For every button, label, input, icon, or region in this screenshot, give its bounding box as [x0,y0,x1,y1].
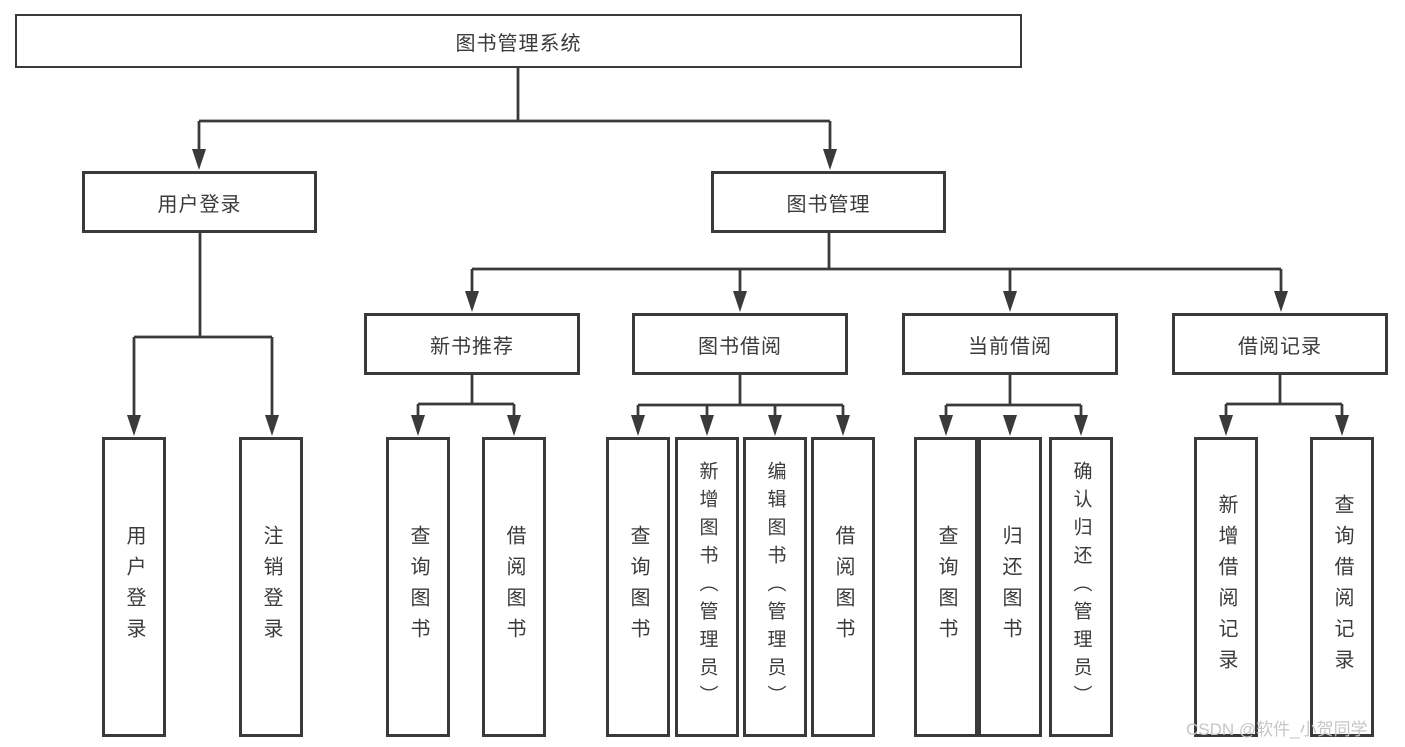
leaf-add-books-admin: 新增图书（管理员） [675,437,739,737]
leaf-label: 确认归还（管理员） [1070,461,1092,713]
arrow-down-icon [631,415,645,436]
leaf-query-books: 查询图书 [386,437,450,737]
leaf-query-books: 查询图书 [914,437,978,737]
node-book-management: 图书管理 [711,171,946,233]
leaf-label: 编辑图书（管理员） [764,461,786,713]
arrow-down-icon [507,415,521,436]
leaf-label: 归还图书 [999,525,1021,649]
arrow-down-icon [768,415,782,436]
node-library-management-system: 图书管理系统 [15,14,1022,68]
node-book-borrowing: 图书借阅 [632,313,848,375]
leaf-edit-books-admin: 编辑图书（管理员） [743,437,807,737]
arrow-down-icon [733,291,747,312]
leaf-borrow-books: 借阅图书 [482,437,546,737]
leaf-add-borrow-record: 新增借阅记录 [1194,437,1258,737]
arrow-down-icon [1074,415,1088,436]
arrow-down-icon [700,415,714,436]
node-label: 当前借阅 [968,335,1052,358]
arrow-down-icon [836,415,850,436]
leaf-user-login: 用户登录 [102,437,166,737]
leaf-label: 查询借阅记录 [1331,494,1353,680]
arrow-down-icon [465,291,479,312]
arrow-down-icon [1003,415,1017,436]
leaf-label: 借阅图书 [503,525,525,649]
node-label: 借阅记录 [1238,335,1322,358]
arrow-down-icon [1003,291,1017,312]
node-label: 新书推荐 [430,335,514,358]
node-label: 图书管理系统 [455,32,582,55]
leaf-label: 注销登录 [260,525,282,649]
watermark: CSDN @软件_小贺同学 [1186,720,1368,739]
leaf-label: 查询图书 [627,525,649,649]
leaf-borrow-books: 借阅图书 [811,437,875,737]
leaf-label: 用户登录 [123,525,145,649]
arrow-down-icon [127,415,141,436]
node-new-book-recommendation: 新书推荐 [364,313,580,375]
leaf-label: 借阅图书 [832,525,854,649]
node-current-borrowing: 当前借阅 [902,313,1118,375]
leaf-confirm-return-admin: 确认归还（管理员） [1049,437,1113,737]
node-label: 图书管理 [786,193,871,216]
arrow-down-icon [823,149,837,170]
leaf-label: 新增借阅记录 [1215,494,1237,680]
leaf-label: 查询图书 [407,525,429,649]
arrow-down-icon [939,415,953,436]
leaf-return-books: 归还图书 [978,437,1042,737]
node-label: 图书借阅 [698,335,782,358]
leaf-query-books: 查询图书 [606,437,670,737]
leaf-query-borrow-record: 查询借阅记录 [1310,437,1374,737]
leaf-label: 新增图书（管理员） [696,461,718,713]
leaf-label: 查询图书 [935,525,957,649]
arrow-down-icon [1335,415,1349,436]
arrow-down-icon [265,415,279,436]
arrow-down-icon [192,149,206,170]
node-user-login: 用户登录 [82,171,317,233]
node-borrowing-records: 借阅记录 [1172,313,1388,375]
node-label: 用户登录 [157,193,242,216]
arrow-down-icon [411,415,425,436]
arrow-down-icon [1274,291,1288,312]
leaf-logout: 注销登录 [239,437,303,737]
arrow-down-icon [1219,415,1233,436]
